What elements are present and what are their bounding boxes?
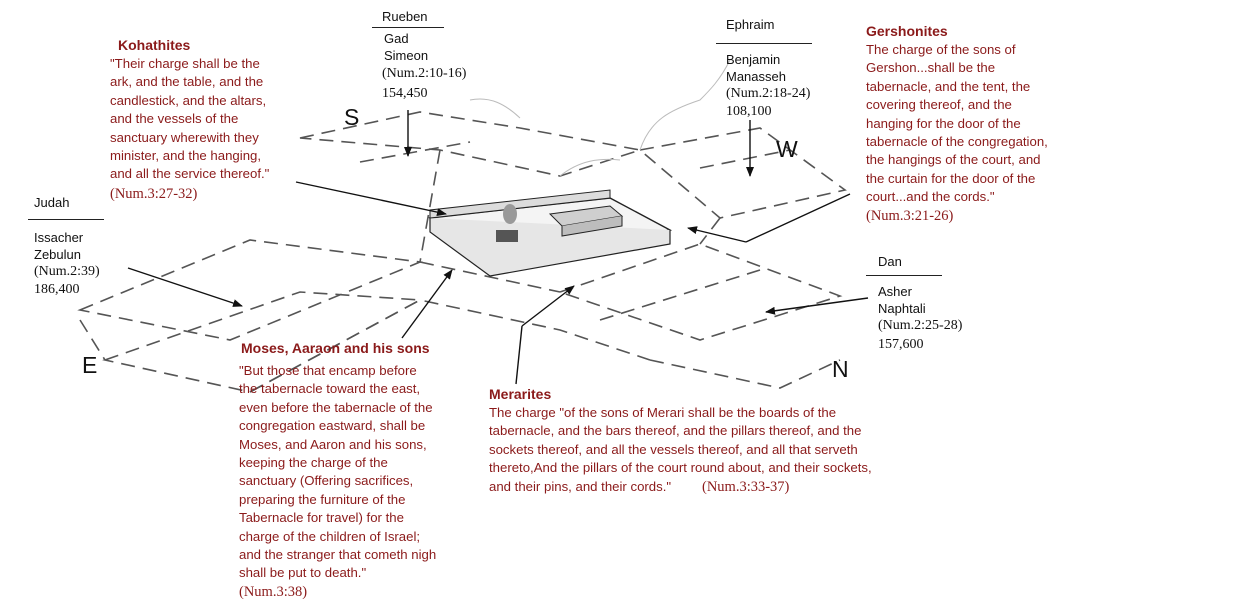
tribe-divider: [28, 219, 104, 220]
tribe-member: Asher: [878, 284, 912, 299]
clan-reference: (Num.3:21-26): [866, 208, 954, 224]
direction-west: W: [776, 136, 798, 162]
tabernacle: [428, 189, 673, 277]
tribe-count: 108,100: [726, 104, 772, 119]
tribe-reference: (Num.2:39): [34, 264, 100, 279]
tribe-reference: (Num.2:18-24): [726, 86, 811, 101]
clan-description: The charge of the sons of Gershon...shal…: [866, 42, 1048, 205]
tribe-count: 186,400: [34, 282, 80, 297]
clan-description: The charge "of the sons of Merari shall …: [489, 405, 872, 494]
tribe-count: 157,600: [878, 337, 924, 352]
clan-reference: (Num.3:33-37): [702, 479, 790, 495]
camp-outline: [77, 111, 847, 393]
tribe-member: Simeon: [384, 48, 429, 63]
tribe-divider: [372, 27, 444, 28]
tribe-member: Zebulun: [34, 247, 81, 262]
clan-title: Gershonites: [866, 23, 948, 39]
tribe-member: Gad: [384, 31, 409, 46]
clan-reference: (Num.3:38): [239, 584, 308, 600]
tribe-leader-ephraim: Ephraim: [726, 17, 775, 32]
tribe-leader-judah: Judah: [34, 195, 70, 210]
tribe-member: Naphtali: [878, 301, 926, 316]
clan-description: "But those that encamp before the tabern…: [239, 363, 437, 581]
direction-east: E: [82, 352, 98, 378]
tribe-reference: (Num.2:10-16): [382, 66, 467, 81]
clan-title: Moses, Aaraon and his sons: [241, 340, 430, 356]
tribe-divider: [866, 275, 942, 276]
tribe-member: Benjamin: [726, 52, 781, 67]
tribe-divider: [716, 43, 812, 44]
clan-reference: (Num.3:27-32): [110, 186, 198, 202]
tribe-count: 154,450: [382, 86, 428, 101]
clan-title: Kohathites: [118, 37, 191, 53]
direction-north: N: [832, 356, 849, 382]
tribe-member: Issacher: [34, 230, 84, 245]
tribe-reference: (Num.2:25-28): [878, 318, 963, 333]
pointer-lines: [127, 110, 869, 385]
clan-description: "Their charge shall be the ark, and the …: [110, 56, 270, 182]
direction-south: S: [344, 104, 360, 130]
tribe-leader-dan: Dan: [878, 254, 902, 269]
clan-title: Merarites: [489, 386, 552, 402]
tribe-leader-rueben: Rueben: [382, 9, 428, 24]
tribe-member: Manasseh: [726, 69, 786, 84]
terrain-sketch: [469, 59, 731, 177]
